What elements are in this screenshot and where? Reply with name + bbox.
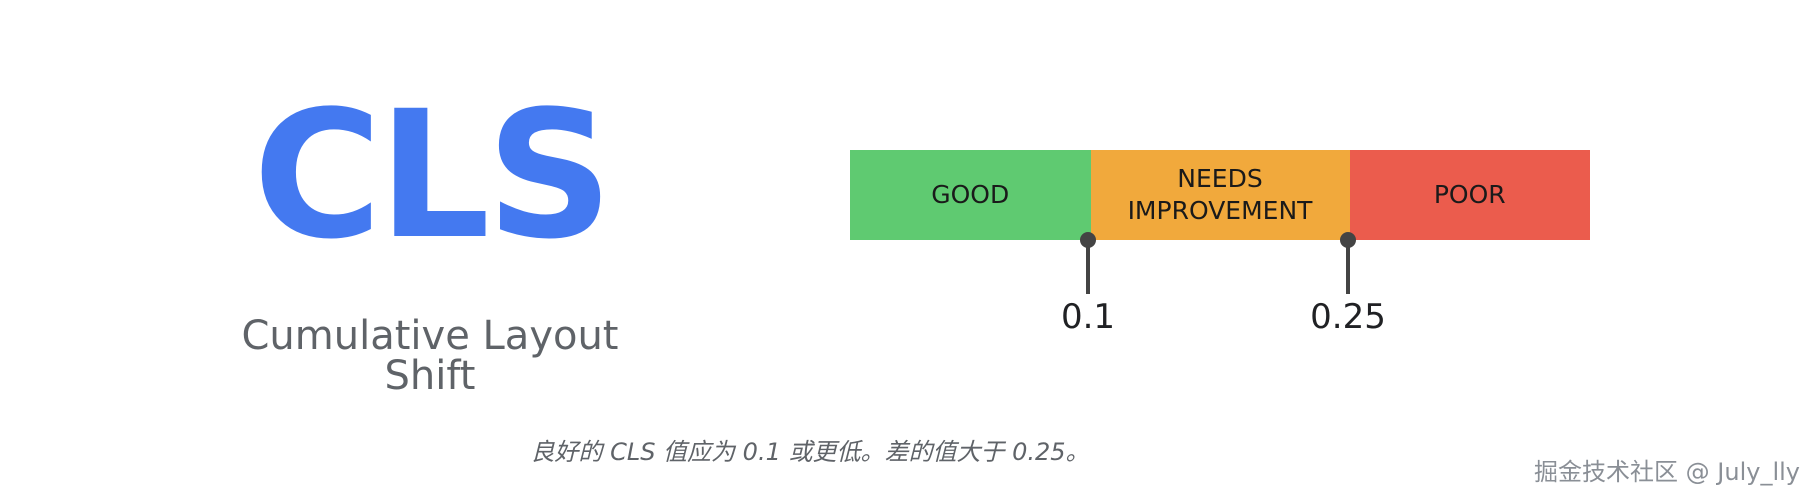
marker-dot xyxy=(1340,232,1356,248)
marker-dot xyxy=(1080,232,1096,248)
good-segment-label: GOOD xyxy=(931,179,1010,209)
metric-acronym: CLS xyxy=(252,73,613,278)
threshold-bar: GOOD NEEDS IMPROVEMENT POOR xyxy=(850,150,1590,240)
poor-segment-label: POOR xyxy=(1433,179,1506,209)
marker-stem xyxy=(1086,242,1090,294)
caption: 良好的 CLS 值应为 0.1 或更低。差的值大于 0.25。 xyxy=(530,438,1090,466)
metric-full-name: Cumulative Layout Shift xyxy=(241,313,619,399)
poor-segment: POOR xyxy=(1349,150,1590,240)
needs-improvement-segment-label: NEEDS IMPROVEMENT xyxy=(1127,163,1313,226)
watermark: 掘金技术社区 @ July_lly xyxy=(1534,458,1800,486)
marker-stem xyxy=(1346,242,1350,294)
needs-improvement-segment: NEEDS IMPROVEMENT xyxy=(1090,150,1350,240)
good-segment: GOOD xyxy=(850,150,1091,240)
threshold-marker-good-limit xyxy=(1078,232,1098,294)
threshold-marker-poor-limit xyxy=(1338,232,1358,294)
threshold-value-good-limit: 0.1 xyxy=(1060,297,1116,337)
threshold-value-poor-limit: 0.25 xyxy=(1310,297,1386,337)
